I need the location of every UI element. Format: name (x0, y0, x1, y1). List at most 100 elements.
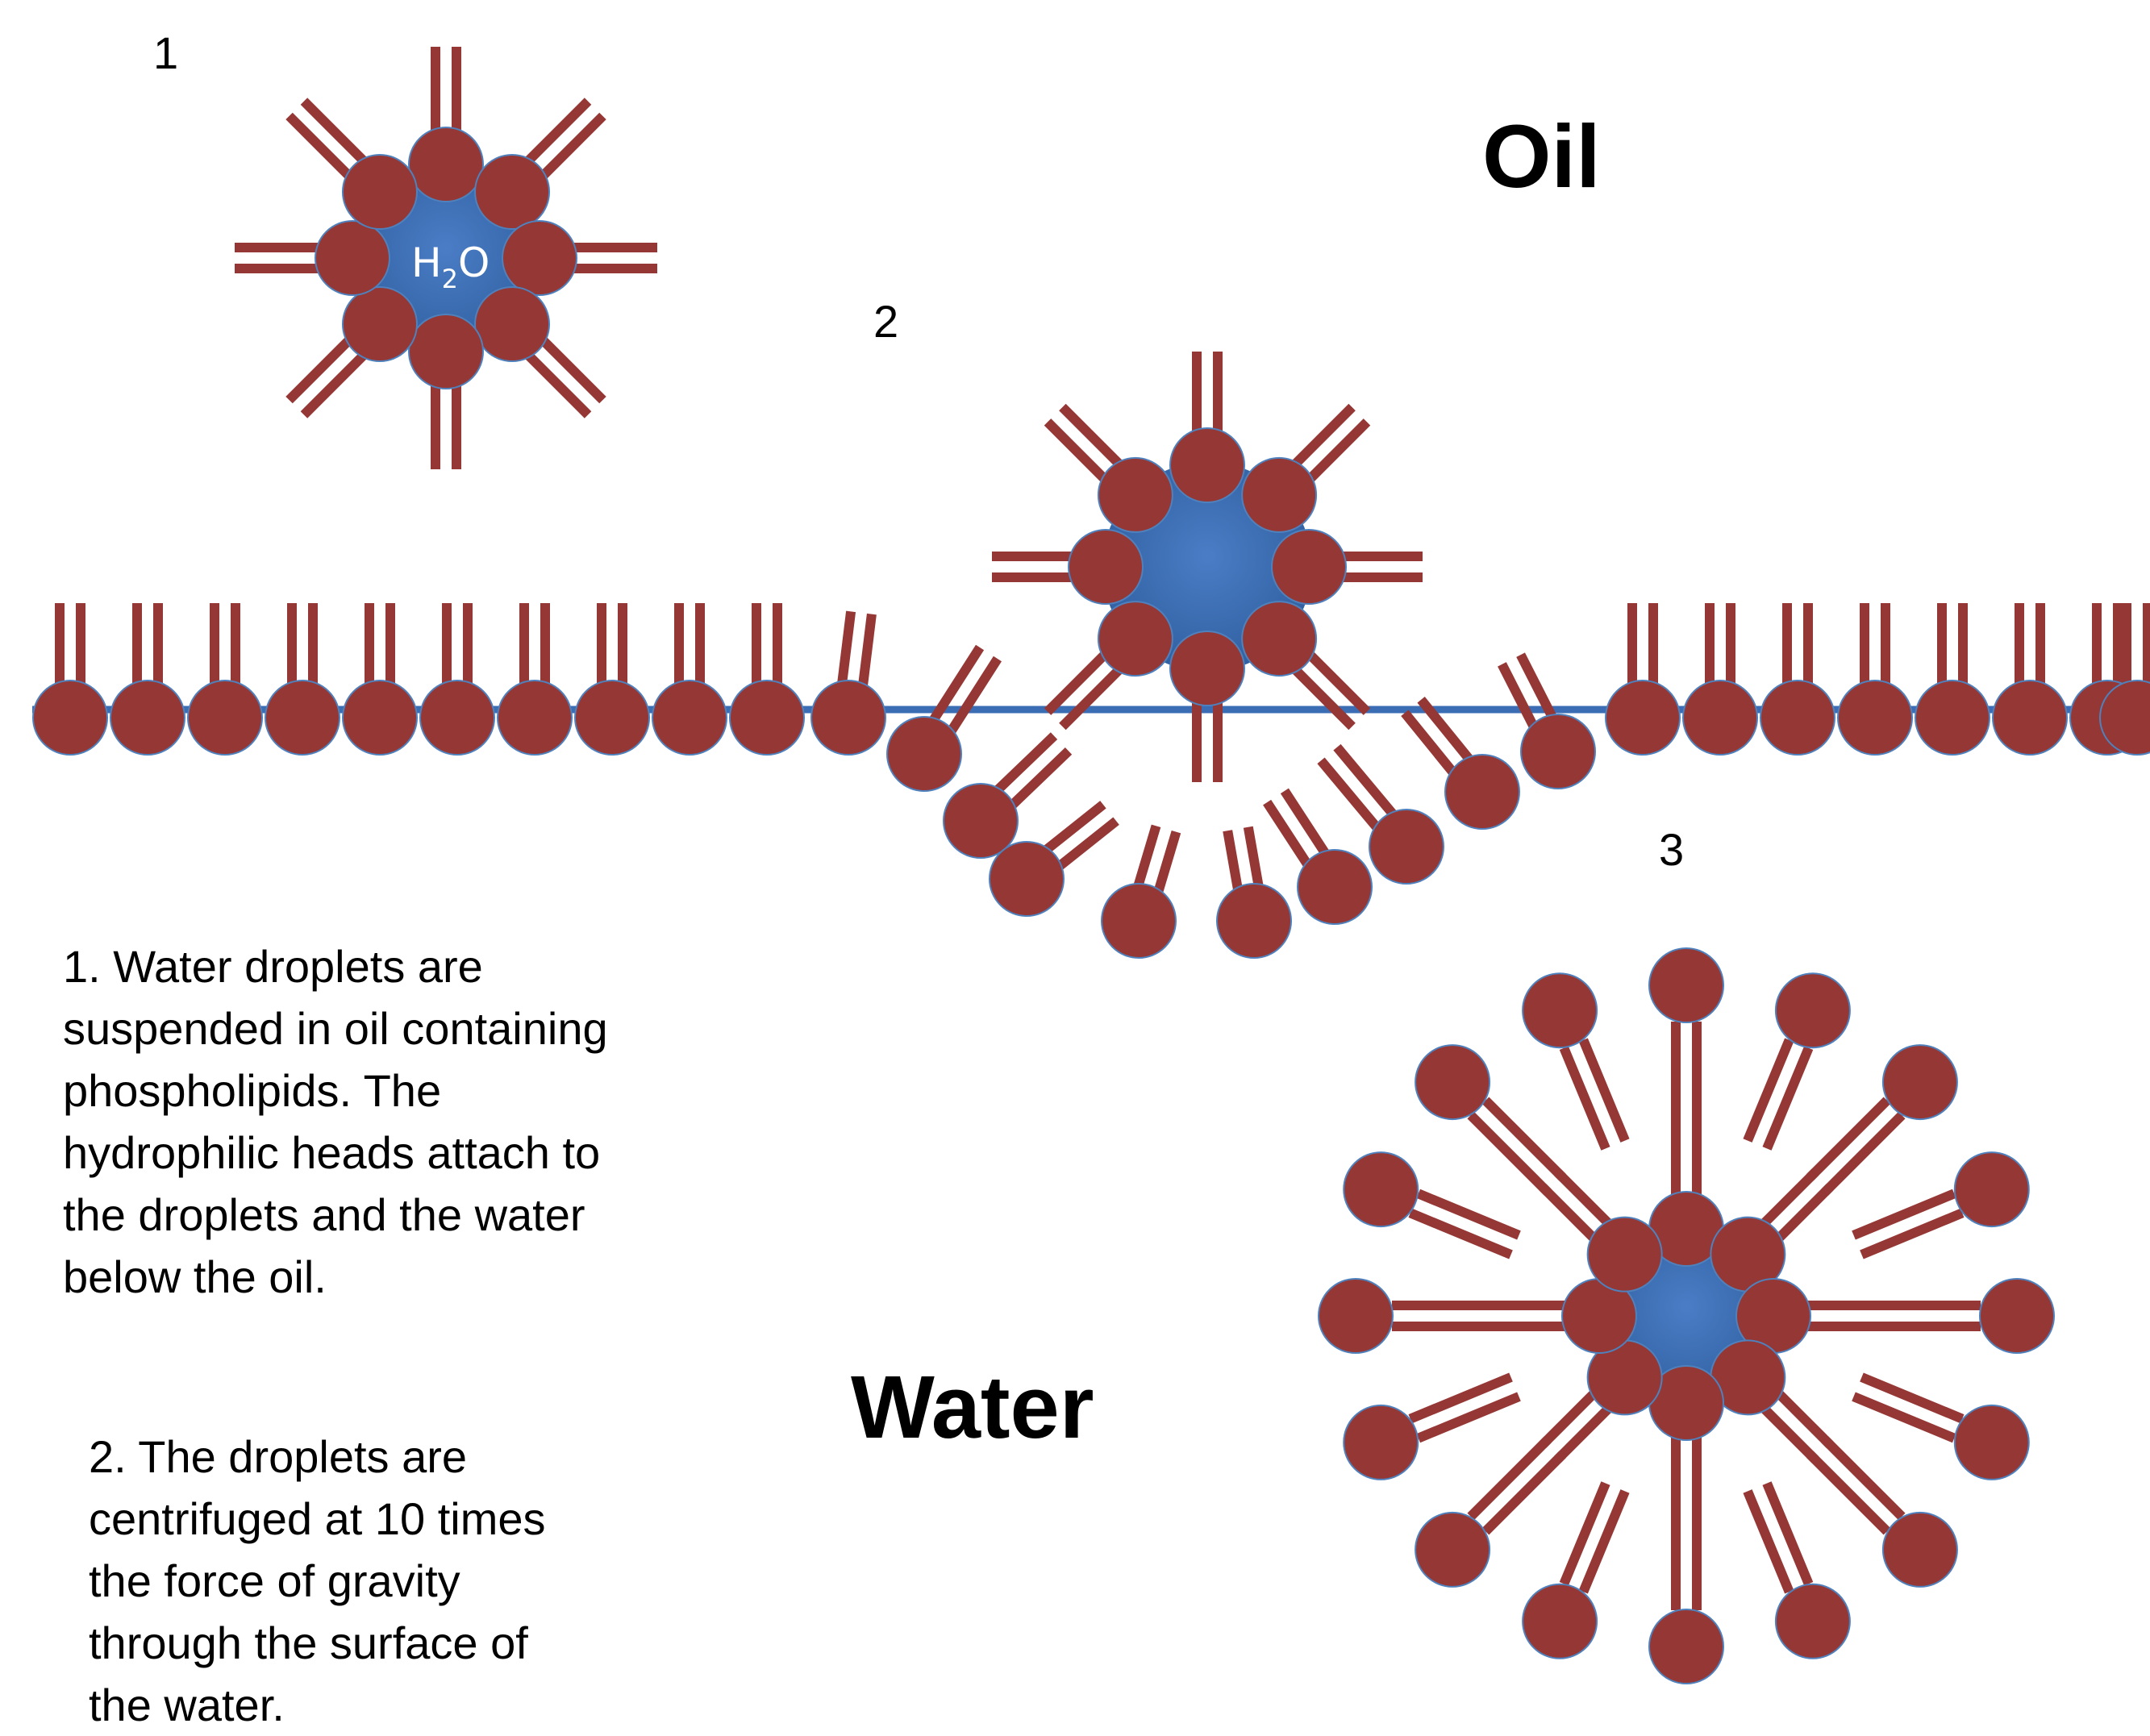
lipid-tail (1337, 747, 1395, 817)
lipid-tail (1748, 1040, 1790, 1141)
lipid-head (1521, 714, 1595, 789)
lipid-head (1369, 810, 1444, 884)
lipid-tail (1054, 821, 1116, 871)
lipid-head (1445, 755, 1519, 829)
lipid-head (1272, 530, 1346, 604)
lipid-head (1776, 973, 1850, 1047)
lipid-head (265, 681, 340, 755)
caption-line: the water. (89, 1674, 546, 1736)
lipid-tail (949, 659, 998, 735)
lipid-tail (1419, 1193, 1519, 1235)
lipid-head (1649, 1609, 1723, 1684)
droplet-step-3 (1319, 948, 2054, 1684)
lipid-tail (1748, 1491, 1790, 1592)
lipid-tail (1583, 1491, 1625, 1592)
step-number-3: 3 (1659, 824, 1684, 875)
caption-step-2: 2. The droplets are centrifuged at 10 ti… (89, 1426, 546, 1736)
lipid-head (502, 221, 577, 295)
lipid-head (1649, 948, 1723, 1022)
lipid-head (1883, 1513, 1957, 1587)
lipid-head (652, 681, 727, 755)
lipid-tail (1767, 1484, 1809, 1584)
lipid-tails (215, 603, 235, 689)
lipid-tails (1854, 1377, 1963, 1438)
lipid-tails (1410, 1377, 1519, 1438)
lipid-head (1217, 884, 1291, 958)
lipid-head (887, 717, 961, 791)
lipid-tails (1676, 1022, 1697, 1130)
lipid-head (1683, 681, 1757, 755)
lipid-tails (756, 603, 777, 689)
lipid-head (1069, 530, 1143, 604)
lipid-head (1606, 681, 1680, 755)
lipid-tails (524, 603, 545, 689)
lipid-tails (1748, 1484, 1809, 1592)
lipid-tail (1267, 802, 1311, 870)
caption-line: below the oil. (63, 1246, 608, 1308)
droplet-step-1 (235, 47, 657, 469)
lipid-head (343, 287, 417, 361)
lipid-head (1319, 1279, 1393, 1353)
lipid-tails (1471, 1439, 1563, 1531)
caption-line: centrifuged at 10 times (89, 1488, 546, 1550)
lipid-tail (1854, 1397, 1955, 1438)
lipid-head (1098, 458, 1173, 532)
lipid-tail (1285, 791, 1329, 859)
step-number-1: 1 (153, 27, 178, 78)
caption-line: through the surface of (89, 1612, 546, 1674)
lipid-tail (1405, 713, 1457, 777)
lipid-tails (447, 603, 468, 689)
lipid-head (1523, 1584, 1597, 1659)
caption-line: the droplets and the water (63, 1184, 608, 1246)
lipid-head (1993, 681, 2067, 755)
lipid-head (1523, 973, 1597, 1047)
lipid-tails (369, 603, 390, 689)
lipid-tails (1710, 603, 1731, 689)
lipid-tails (292, 603, 313, 689)
caption-line: phospholipids. The (63, 1060, 608, 1122)
step-number-2: 2 (873, 296, 898, 347)
lipid-head (420, 681, 494, 755)
lipid-tails (1942, 603, 1963, 689)
lipid-head (811, 681, 885, 755)
water-region-label: Water (851, 1358, 1094, 1457)
lipid-tails (679, 603, 700, 689)
lipid-head (475, 287, 549, 361)
caption-line: hydrophilic heads attach to (63, 1122, 608, 1184)
lipid-head (1102, 884, 1176, 958)
lipid-tails (1865, 603, 1885, 689)
lipid-head (1883, 1045, 1957, 1119)
lipid-head (1588, 1218, 1662, 1292)
lipid-tails (2097, 603, 2118, 689)
lipid-tails (1787, 603, 1808, 689)
lipid-head (409, 314, 483, 389)
lipid-head (1760, 681, 1835, 755)
lipid-tail (1564, 1048, 1606, 1149)
caption-line: 2. The droplets are (89, 1426, 546, 1488)
lipid-head (343, 681, 417, 755)
lipid-head (1955, 1152, 2029, 1226)
phospholipid-monolayer (33, 603, 2150, 958)
lipid-head (110, 681, 185, 755)
lipid-tail (1419, 1397, 1519, 1438)
lipid-tails (602, 603, 623, 689)
lipid-tail (994, 736, 1054, 794)
lipid-head (990, 842, 1064, 916)
lipid-tails (137, 603, 158, 689)
lipid-tail (1854, 1193, 1955, 1235)
lipid-tail (862, 614, 872, 693)
lipid-head (1344, 1152, 1418, 1226)
lipid-head (1980, 1279, 2054, 1353)
lipid-tail (1861, 1213, 1962, 1255)
lipid-tails (1810, 1439, 1902, 1531)
lipid-head (575, 681, 649, 755)
lipid-head (1298, 850, 1372, 924)
lipid-head (1915, 681, 1990, 755)
lipid-head (1838, 681, 1912, 755)
lipid-tails (1632, 603, 1653, 689)
lipid-tail (1564, 1484, 1606, 1584)
lipid-tails (1748, 1040, 1809, 1149)
lipid-tails (1854, 1193, 1963, 1255)
lipid-head (33, 681, 107, 755)
lipid-tail (1410, 1213, 1511, 1255)
